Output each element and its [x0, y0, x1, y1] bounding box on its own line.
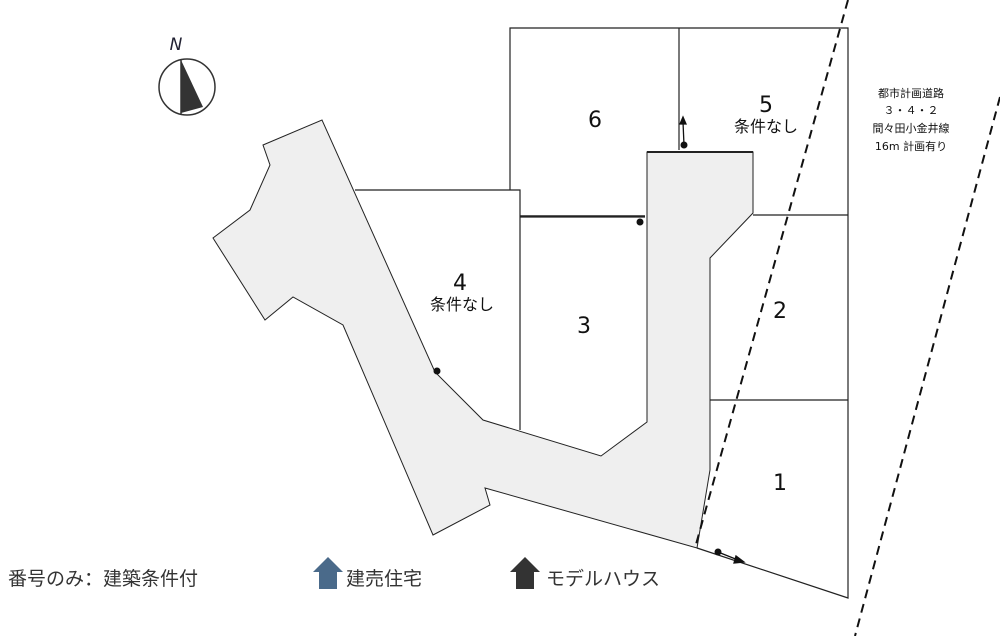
model-house-icon: [510, 557, 540, 589]
north-compass-icon: N: [158, 35, 216, 116]
lot-1-number: 1: [773, 471, 787, 496]
planned-road-line: [854, 96, 1000, 636]
planned-road-note-1: 都市計画道路: [878, 86, 944, 100]
lot-2-number: 2: [773, 299, 787, 324]
lot-6-number: 6: [588, 108, 602, 133]
legend-model-house: モデルハウス: [546, 568, 660, 590]
planned-road-note-2: ３・４・２: [884, 104, 939, 117]
lot-4-note: 条件なし: [430, 295, 494, 314]
lot-5-note: 条件なし: [734, 117, 798, 136]
arrow-icon: [679, 115, 746, 564]
planned-road-note-4: 16m 計画有り: [875, 139, 947, 153]
legend-number-only: 番号のみ：建築条件付: [8, 568, 198, 590]
legend-ready-built: 建売住宅: [346, 568, 422, 590]
ready-built-house-icon: [313, 557, 343, 589]
compass-label: N: [170, 35, 183, 55]
lot-3-number: 3: [577, 314, 591, 339]
private-road: [212, 119, 754, 549]
planned-road-note-3: 間々田小金井線: [873, 121, 950, 135]
lot-5-number: 5: [759, 93, 773, 118]
lot-4-number: 4: [453, 271, 467, 296]
lot-boundaries: [355, 27, 849, 599]
planned-road-line: [694, 0, 849, 549]
